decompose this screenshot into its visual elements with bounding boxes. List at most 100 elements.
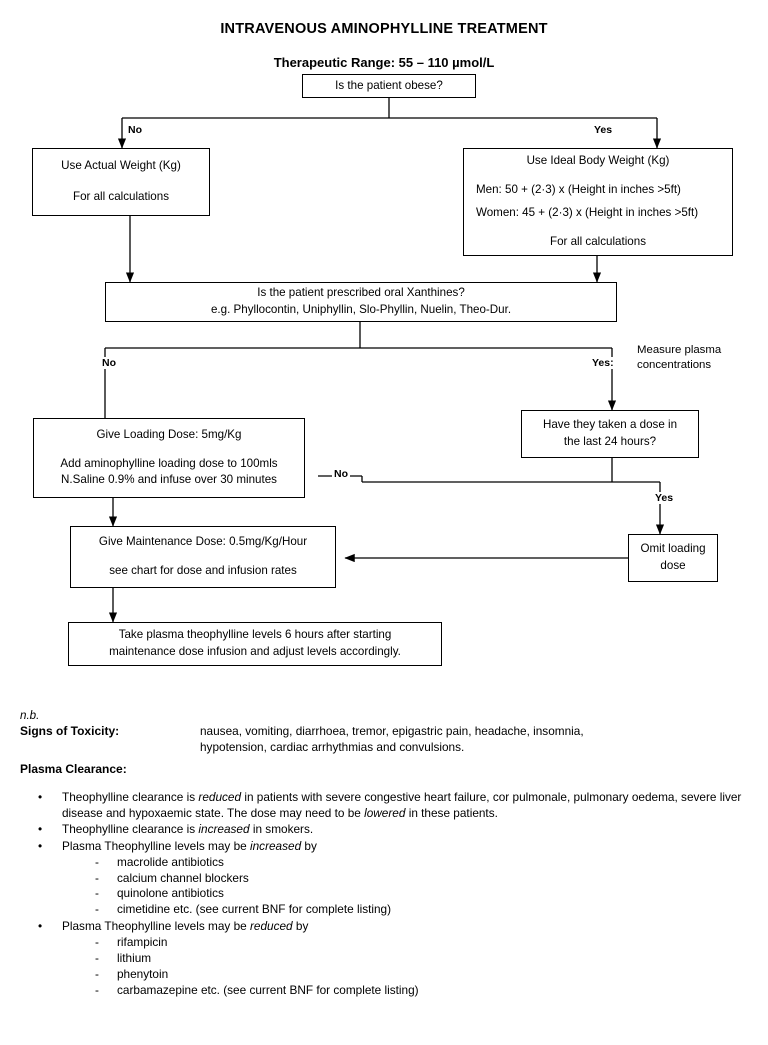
node-text-line3: N.Saline 0.9% and infuse over 30 minutes [61,473,277,487]
dash-marker: - [95,950,99,965]
node-text-line1: Give Loading Dose: 5mg/Kg [96,427,242,441]
node-text-line1: Have they taken a dose in [542,418,678,432]
bullet-marker: • [38,789,43,804]
dash-marker: - [95,854,99,869]
bullet-text: by [301,838,317,853]
node-text-line2: e.g. Phyllocontin, Uniphyllin, Slo-Phyll… [210,303,512,316]
therapeutic-range-subtitle: Therapeutic Range: 55 – 110 µmol/L [273,55,495,70]
node-is-patient-obese[interactable]: Is the patient obese? [302,74,476,98]
sub-list-text: macrolide antibiotics [117,854,224,869]
sub-list-text: rifampicin [117,934,168,949]
sub-list: - rifampicin - lithium - phenytoin - carbamazep… [62,935,768,999]
bullet-text: in patients with severe congestive heart… [62,789,742,820]
node-text-men-formula: Men: 50 + (2·3) x (Height in inches >5ft… [476,183,681,197]
page-title: INTRAVENOUS AMINOPHYLLINE TREATMENT [220,21,548,37]
clearance-bullet-list: • Theophylline clearance is reduced in pa… [0,790,768,999]
toxicity-line2: hypotension, cardiac arrhythmias and con… [200,739,465,754]
node-text-line1: Take plasma theophylline levels 6 hours … [118,628,392,642]
sub-list-text: carbamazepine etc. (see current BNF for … [117,982,419,997]
node-text-line4: For all calculations [549,234,646,248]
node-text-line2: see chart for dose and infusion rates [109,564,297,577]
sub-list-text: cimetidine etc. (see current BNF for com… [117,902,392,917]
document-header: INTRAVENOUS AMINOPHYLLINE TREATMENT Ther… [0,21,768,70]
node-oral-xanthines[interactable]: Is the patient prescribed oral Xanthines… [105,282,617,322]
node-use-ideal-body-weight[interactable]: Use Ideal Body Weight (Kg) Men: 50 + (2·… [463,148,733,256]
edge-label-dose24-yes: Yes [653,492,676,504]
sub-list-text: calcium channel blockers [117,870,249,885]
sub-list-item: - calcium channel blockers [95,870,768,887]
list-item: • Plasma Theophylline levels may be reduc… [38,919,768,999]
dash-marker: - [95,934,99,949]
node-text-line2: For all calculations [72,190,169,203]
bullet-text: Theophylline clearance is [62,789,199,804]
node-dose-last-24-hours[interactable]: Have they taken a dose in the last 24 ho… [521,410,699,458]
sub-list-item: - macrolide antibiotics [95,854,768,871]
bullet-marker: • [38,919,43,934]
dash-marker: - [95,886,99,901]
dash-marker: - [95,966,99,981]
emphasis-text: lowered [364,805,406,820]
node-text-line1: Use Actual Weight (Kg) [61,159,181,173]
bullet-text: in smokers. [249,822,314,837]
emphasis-text: increased [198,822,250,837]
annotation-measure-plasma-concentrations: Measure plasma concentrations [637,343,721,373]
sub-list-text: quinolone antibiotics [117,886,224,901]
signs-of-toxicity-label: Signs of Toxicity: [20,724,120,738]
edge-label-dose24-no: No [332,468,350,480]
node-text-line2: Add aminophylline loading dose to 100mls [60,456,278,470]
bullet-text: Plasma Theophylline levels may be [62,919,250,934]
flowchart: Is the patient obese? No Yes Use Actual … [0,70,768,670]
edge-label-obese-yes: Yes [592,124,615,136]
signs-of-toxicity-text: nausea, vomiting, diarrhoea, tremor, epi… [200,724,584,756]
node-text-line1: Is the patient prescribed oral Xanthines… [257,286,465,300]
sub-list-item: - carbamazepine etc. (see current BNF for… [95,982,768,999]
list-item: • Theophylline clearance is reduced in pa… [38,789,768,821]
flowchart-connectors [100,98,665,623]
dash-marker: - [95,870,99,885]
sub-list-item: - cimetidine etc. (see current BNF for co… [95,902,768,918]
sub-list-text: lithium [117,950,152,965]
sub-list-item: - rifampicin [95,934,768,951]
edge-label-xanthines-no: No [100,357,118,369]
plasma-clearance-label: Plasma Clearance: [20,761,127,776]
node-omit-loading-dose[interactable]: Omit loading dose [628,534,718,582]
annotation-line1: Measure plasma [637,344,722,356]
notes-section: n.b. Signs of Toxicity: nausea, vomiting… [0,709,768,1000]
edge-label-obese-no: No [126,124,144,136]
signs-of-toxicity-row: Signs of Toxicity: nausea, vomiting, dia… [20,724,768,756]
node-text-line2: dose [660,559,686,572]
node-text-line2: the last 24 hours? [563,435,657,448]
emphasis-text: reduced [198,789,242,804]
sub-list-item: - lithium [95,950,768,967]
bullet-marker: • [38,838,43,853]
node-give-loading-dose[interactable]: Give Loading Dose: 5mg/Kg Add aminophyll… [33,418,305,498]
node-text: Is the patient obese? [335,78,443,92]
bullet-text: Theophylline clearance is [62,822,199,837]
node-text-line1: Omit loading [640,542,706,556]
node-text-line1: Give Maintenance Dose: 0.5mg/Kg/Hour [98,535,308,549]
emphasis-text: increased [249,838,302,853]
emphasis-text: reduced [249,919,293,934]
annotation-line2: concentrations [637,359,712,372]
sub-list-text: phenytoin [117,966,169,981]
sub-list: - macrolide antibiotics - calcium channel b… [62,855,768,919]
dash-marker: - [95,982,99,997]
node-use-actual-weight[interactable]: Use Actual Weight (Kg) For all calculati… [32,148,210,216]
sub-list-item: - phenytoin [95,966,768,983]
list-item: • Theophylline clearance is increased in … [38,822,768,838]
node-take-plasma-levels[interactable]: Take plasma theophylline levels 6 hours … [68,622,442,666]
bullet-marker: • [38,822,43,837]
node-text-line2: maintenance dose infusion and adjust lev… [109,645,401,658]
list-item: • Plasma Theophylline levels may be incre… [38,838,768,919]
toxicity-line1: nausea, vomiting, diarrhoea, tremor, epi… [200,724,584,738]
node-give-maintenance-dose[interactable]: Give Maintenance Dose: 0.5mg/Kg/Hour see… [70,526,336,588]
bullet-text: by [292,919,309,934]
node-text-women-formula: Women: 45 + (2·3) x (Height in inches >5… [476,206,699,219]
sub-list-item: - quinolone antibiotics [95,886,768,902]
node-text-line1: Use Ideal Body Weight (Kg) [526,154,670,168]
bullet-text: in these patients. [405,805,498,820]
nb-label: n.b. [20,709,40,722]
dash-marker: - [95,902,99,917]
edge-label-xanthines-yes: Yes: [590,357,616,369]
bullet-text: Plasma Theophylline levels may be [62,838,250,853]
